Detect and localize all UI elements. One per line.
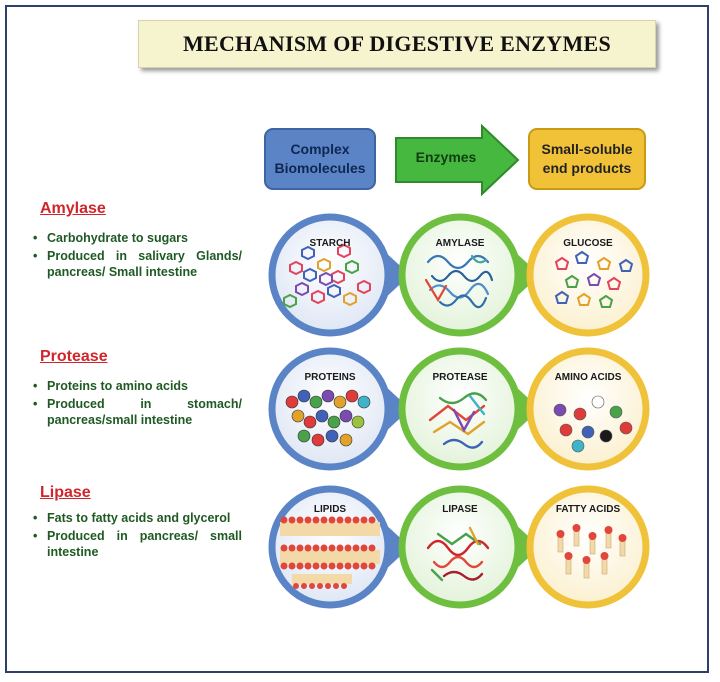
starch-label: STARCH [310, 238, 351, 249]
fatty-acid-molecules-icon [556, 524, 627, 579]
header-complex-biomolecules: Complex Biomolecules [264, 128, 376, 190]
list-item: •Produced in salivary Glands/ pancreas/ … [33, 249, 242, 279]
lipase-circle: LIPASE [398, 485, 540, 609]
amylase-protein-icon [424, 254, 494, 309]
lipase-heading: Lipase [40, 484, 91, 501]
amino-acid-beads-icon [553, 395, 633, 453]
amylase-bullets: •Carbohydrate to sugars •Produced in sal… [30, 230, 242, 282]
amylase-heading: Amylase [40, 200, 106, 217]
proteins-label: PROTEINS [304, 372, 355, 383]
page-title: MECHANISM OF DIGESTIVE ENZYMES [138, 20, 656, 68]
glucose-label: GLUCOSE [563, 238, 613, 249]
glucose-molecules-icon [554, 250, 634, 308]
list-item: •Produced in stomach/ pancreas/small int… [33, 397, 242, 427]
lipid-bilayer-icon [280, 516, 380, 589]
amylase-circle: AMYLASE [398, 213, 540, 337]
list-item: •Fats to fatty acids and glycerol [33, 511, 231, 525]
list-item: •Carbohydrate to sugars [33, 231, 189, 245]
fatty-acids-circle: FATTY ACIDS [526, 485, 650, 609]
header-enzymes: Enzymes [415, 149, 477, 165]
header-end-products: Small-soluble end products [528, 128, 646, 190]
lipase-bullets: •Fats to fatty acids and glycerol •Produ… [30, 510, 242, 562]
lipase-protein-icon [426, 526, 490, 582]
protease-heading: Protease [40, 348, 108, 365]
starch-circle: STARCH [268, 213, 410, 337]
amino-acids-label: AMINO ACIDS [555, 372, 622, 383]
amylase-label: AMYLASE [436, 238, 485, 249]
lipids-label: LIPIDS [314, 504, 347, 515]
protease-circle: PROTEASE [398, 347, 540, 471]
lipase-label: LIPASE [442, 504, 478, 515]
protease-bullets: •Proteins to amino acids •Produced in st… [30, 378, 242, 430]
enzymes-arrow [395, 124, 520, 196]
list-item: •Proteins to amino acids [33, 379, 189, 393]
fatty-acids-label: FATTY ACIDS [556, 504, 621, 515]
protease-label: PROTEASE [432, 372, 487, 383]
list-item: •Produced in pancreas/ small intestine [33, 529, 242, 559]
lipids-circle: LIPIDS [268, 485, 410, 609]
proteins-circle: PROTEINS [268, 347, 410, 471]
protein-beads-icon [285, 389, 371, 447]
protease-protein-icon [428, 392, 488, 449]
glucose-circle: GLUCOSE [526, 213, 650, 337]
amino-acids-circle: AMINO ACIDS [526, 347, 650, 471]
starch-molecules-icon [283, 243, 371, 309]
